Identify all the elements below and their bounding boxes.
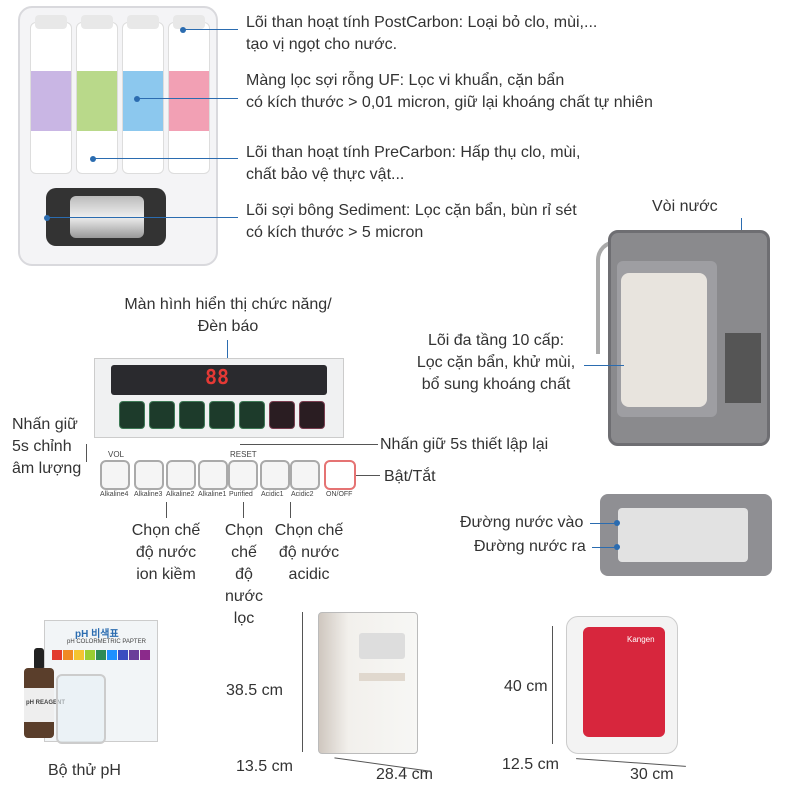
mode-icon [209, 401, 235, 429]
vol-label: VOL [108, 450, 125, 459]
precarbon-label-2: chất bảo vệ thực vật... [246, 166, 405, 183]
ph-card-subtitle: pH COLORMETRIC PAPTER [67, 639, 146, 645]
faucet-label: Vòi nước [652, 198, 718, 215]
dim2-width: 30 cm [630, 766, 674, 783]
spec-plate [725, 333, 761, 403]
volume-label-2: 5s chỉnh [12, 438, 72, 455]
dim2-depth: 12.5 cm [502, 756, 559, 773]
water-in-label: Đường nước vào [460, 514, 584, 531]
display-screen [111, 365, 327, 395]
ph-swatch [63, 650, 73, 660]
power-label: Bật/Tắt [384, 468, 436, 485]
mode-icon [149, 401, 175, 429]
btn-label-alkaline4: Alkaline4 [100, 491, 129, 498]
multistage-filter [621, 273, 707, 407]
reset-label: Nhấn giữ 5s thiết lập lại [380, 436, 549, 453]
ionizer-back-view [608, 230, 770, 446]
mode-icon [269, 401, 295, 429]
btn-label-purified: Purified [229, 491, 253, 498]
mode-icon [239, 401, 265, 429]
ph-reagent-bottle: pH REAGENT [24, 648, 65, 738]
acidic-mode-3: acidic [288, 566, 330, 583]
btn-label-acidic2: Acidic2 [291, 491, 314, 498]
display-label-1: Màn hình hiển thị chức năng/ [124, 296, 332, 313]
ph-swatch [140, 650, 150, 660]
ionizer-front-white [318, 612, 418, 754]
display-digits: 88 [205, 365, 230, 389]
volume-label-3: âm lượng [12, 460, 82, 477]
purified-mode-3: độ [235, 566, 253, 583]
postcarbon-label-1: Lõi than hoạt tính PostCarbon: Loại bỏ c… [246, 14, 598, 31]
acidic2-button[interactable] [290, 460, 320, 490]
sediment-cartridge [30, 15, 72, 174]
brand-logo: Kangen [627, 635, 655, 644]
volume-label-1: Nhấn giữ [12, 416, 78, 433]
alkaline-mode-2: độ nước [135, 544, 197, 561]
sediment-label-2: có kích thước > 5 micron [246, 224, 424, 241]
power-button[interactable] [324, 460, 356, 490]
ph-swatch [96, 650, 106, 660]
postcarbon-label-2: tạo vị ngọt cho nước. [246, 36, 398, 53]
alkaline1-button[interactable] [198, 460, 228, 490]
alkaline4-button[interactable] [100, 460, 130, 490]
purified-mode-5: lọc [233, 610, 255, 627]
red-front-panel: Kangen [583, 627, 665, 737]
ph-swatch [118, 650, 128, 660]
ionizer-front-red: Kangen [566, 616, 678, 754]
btn-label-acidic1: Acidic1 [261, 491, 284, 498]
ph-swatch [129, 650, 139, 660]
precarbon-label-1: Lõi than hoạt tính PreCarbon: Hấp thụ cl… [246, 144, 581, 161]
btn-label-onoff: ON/OFF [326, 491, 353, 498]
btn-label-alkaline2: Alkaline2 [166, 491, 195, 498]
reagent-label: pH REAGENT [26, 700, 65, 706]
mode-icon [119, 401, 145, 429]
multistage-label-1: Lõi đa tầng 10 cấp: [427, 332, 565, 349]
filter-cartridge-box [18, 6, 218, 266]
mode-icon [179, 401, 205, 429]
dim1-depth: 13.5 cm [236, 758, 293, 775]
control-panel: 88 [94, 358, 344, 438]
acidic-mode-1: Chọn chế [274, 522, 344, 539]
btn-label-alkaline3: Alkaline3 [134, 491, 163, 498]
ionizer-bottom-view [600, 494, 772, 576]
alkaline-mode-1: Chọn chế [131, 522, 201, 539]
purified-button[interactable] [228, 460, 258, 490]
uf-label-2: có kích thước > 0,01 micron, giữ lại kho… [246, 94, 653, 111]
ph-swatch [52, 650, 62, 660]
acidic1-button[interactable] [260, 460, 290, 490]
uf-label-1: Màng lọc sợi rỗng UF: Lọc vi khuẩn, cặn … [246, 72, 565, 89]
ph-kit-label: Bộ thử pH [48, 762, 121, 779]
water-out-label: Đường nước ra [474, 538, 586, 555]
ph-swatch [85, 650, 95, 660]
alkaline2-button[interactable] [166, 460, 196, 490]
reset-small-label: RESET [230, 450, 257, 459]
ph-swatch [107, 650, 117, 660]
display-label-2: Đèn báo [197, 318, 259, 335]
alkaline3-button[interactable] [134, 460, 164, 490]
test-cup [56, 674, 106, 744]
purified-mode-1: Chọn [224, 522, 264, 539]
multistage-label-3: bổ sung khoáng chất [421, 376, 571, 393]
ph-card-title: pH 비색표 [75, 629, 119, 640]
alkaline-mode-3: ion kiềm [136, 566, 196, 583]
purified-mode-2: chế [231, 544, 257, 561]
mode-icon [299, 401, 325, 429]
multistage-label-2: Lọc cặn bẩn, khử mùi, [416, 354, 576, 371]
acidic-mode-2: độ nước [278, 544, 340, 561]
dim1-width: 28.4 cm [376, 766, 433, 783]
precarbon-cartridge [76, 15, 118, 174]
purified-mode-4: nước [224, 588, 264, 605]
btn-label-alkaline1: Alkaline1 [198, 491, 227, 498]
sediment-label-1: Lõi sợi bông Sediment: Lọc cặn bẩn, bùn … [246, 202, 577, 219]
dim2-height: 40 cm [504, 678, 548, 695]
dim1-height: 38.5 cm [226, 682, 283, 699]
ph-swatch [74, 650, 84, 660]
